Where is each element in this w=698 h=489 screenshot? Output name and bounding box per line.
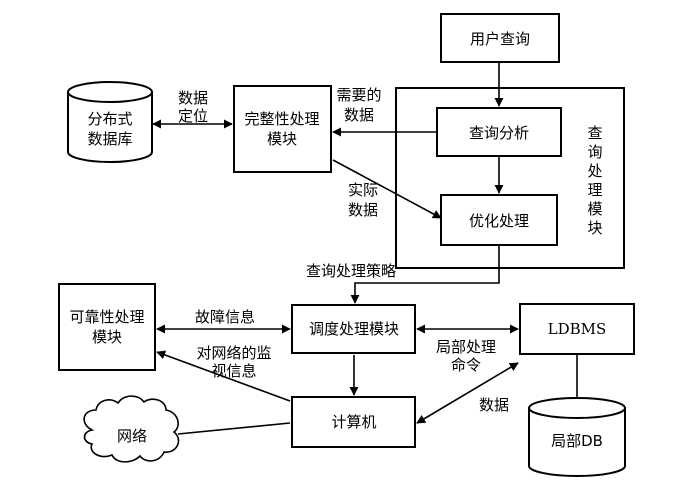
ldbms-label: LDBMS <box>548 320 607 338</box>
node-local-db: 局部DB <box>528 397 626 477</box>
label-local-command-2: 命令 <box>451 356 481 374</box>
computer-label: 计算机 <box>331 413 376 431</box>
optimization-label: 优化处理 <box>469 212 529 230</box>
integrity-module-line-1: 完整性处理 <box>244 110 319 128</box>
reliability-module-line-2: 模块 <box>92 328 122 346</box>
arrow-optimization-to-scheduler <box>350 246 500 304</box>
user-query-label: 用户查询 <box>470 30 530 48</box>
reliability-module-line-1: 可靠性处理 <box>69 308 144 326</box>
label-monitor-info-1: 对网络的监 <box>196 344 271 362</box>
arrow-integrity-to-optimization <box>332 159 442 219</box>
node-distributed-db: 分布式 数据库 <box>67 81 153 163</box>
node-ldbms: LDBMS <box>519 303 635 355</box>
label-needed-data-1: 需要的 <box>336 86 381 104</box>
query-module-char-3: 处 <box>587 162 602 180</box>
query-processing-module-label: 查 询 处 理 模 块 <box>587 124 602 237</box>
query-analysis-label: 查询分析 <box>469 124 529 142</box>
label-needed-data-2: 数据 <box>344 106 374 124</box>
node-reliability-module: 可靠性处理 模块 <box>58 283 156 371</box>
network-cloud-shape <box>83 395 180 463</box>
distributed-db-line-1: 分布式 <box>87 110 132 128</box>
label-actual-data-1: 实际 <box>348 181 378 199</box>
label-actual-data-2: 数据 <box>348 201 378 219</box>
network-label: 网络 <box>117 427 147 445</box>
local-db-label: 局部DB <box>551 432 603 450</box>
line-network-computer <box>177 422 291 435</box>
label-monitor-info-2: 视信息 <box>211 362 256 380</box>
label-data: 数据 <box>479 396 509 414</box>
edge-labels: 数据 定位 需要的 数据 实际 数据 查询处理策略 故障信息 对网络的监 视信息… <box>178 86 509 414</box>
node-user-query: 用户查询 <box>440 13 560 63</box>
query-processing-module-frame <box>395 87 625 269</box>
query-module-char-1: 查 <box>587 124 602 142</box>
node-query-analysis: 查询分析 <box>436 107 562 157</box>
node-integrity-module: 完整性处理 模块 <box>233 85 332 173</box>
arrow-computer-to-reliability <box>156 350 291 402</box>
node-optimization: 优化处理 <box>440 194 558 246</box>
label-local-command-1: 局部处理 <box>436 338 496 356</box>
label-query-strategy: 查询处理策略 <box>306 262 396 280</box>
node-network: 网络 <box>83 395 180 463</box>
query-module-char-6: 块 <box>587 219 602 237</box>
label-fault-info: 故障信息 <box>195 308 255 326</box>
node-computer: 计算机 <box>291 396 416 448</box>
label-data-location-1: 数据 <box>178 89 208 107</box>
label-data-location-2: 定位 <box>178 107 208 125</box>
distributed-db-line-2: 数据库 <box>87 130 132 148</box>
node-scheduler-module: 调度处理模块 <box>291 304 416 354</box>
query-module-char-4: 理 <box>587 181 602 199</box>
integrity-module-line-2: 模块 <box>267 130 297 148</box>
arrow-computer-ldbms <box>416 362 519 424</box>
query-module-char-5: 模 <box>587 200 602 218</box>
connectors <box>152 62 578 435</box>
query-module-char-2: 询 <box>587 143 602 161</box>
scheduler-module-label: 调度处理模块 <box>309 320 399 338</box>
